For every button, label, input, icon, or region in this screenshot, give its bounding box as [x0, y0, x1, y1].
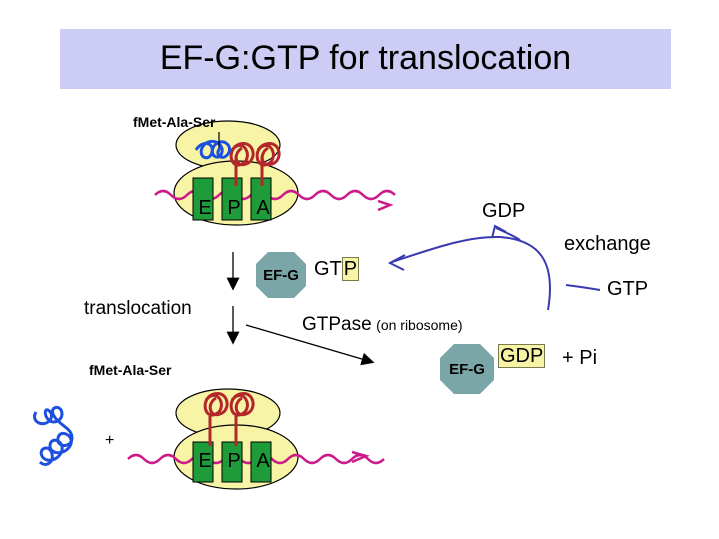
gdp-bound-text: GDP	[498, 344, 546, 368]
top-site-e-label: E	[198, 197, 212, 219]
exchange-label: exchange	[564, 233, 651, 255]
slide-title: EF-G:GTP for translocation	[159, 39, 572, 77]
title-band: EF-G:GTP for translocation	[60, 29, 671, 89]
ef-g-label-bottom: EF-G	[449, 360, 485, 378]
bottom-a-site	[250, 441, 272, 483]
gtpase-text: GTPase	[302, 314, 372, 335]
gdp-released-label: GDP	[482, 200, 526, 222]
top-ribosome	[154, 120, 396, 226]
gdp-release-arrow	[495, 227, 521, 241]
gtp-bound-text: GT	[314, 258, 342, 280]
bottom-mrna-arrowhead	[351, 450, 370, 464]
bottom-ribosome	[127, 388, 385, 490]
ef-g-label-top: EF-G	[263, 266, 299, 284]
gtpase-label: GTPase (on ribosome)	[302, 314, 463, 336]
ef-g-octagon-top	[256, 252, 306, 298]
top-mrna-arrowhead	[377, 199, 394, 212]
top-p-site	[221, 177, 243, 221]
translocation-label: translocation	[84, 298, 192, 319]
exchange-arrowhead	[387, 254, 406, 271]
top-trna-p	[229, 142, 255, 186]
top-peptide-chain	[194, 139, 231, 160]
released-peptide	[33, 406, 74, 466]
bottom-site-e-label: E	[198, 450, 212, 472]
bottom-trna-p	[229, 392, 255, 446]
top-trna-a	[255, 142, 281, 186]
gdp-release-arrowhead	[491, 224, 507, 239]
top-e-site	[192, 177, 214, 221]
plus-sign: +	[105, 432, 115, 449]
bottom-e-site	[192, 441, 214, 483]
top-peptide-label: fMet-Ala-Ser	[133, 114, 216, 130]
gtp-in-label: GTP	[607, 278, 649, 300]
gtp-in-arrow	[565, 284, 601, 291]
gdp-bound-label: GDP	[498, 344, 546, 368]
pi-label: + Pi	[562, 347, 598, 369]
bottom-site-p-label: P	[227, 450, 241, 472]
bottom-site-a-label: A	[256, 450, 270, 472]
gtp-bound-highlight: P	[341, 257, 360, 281]
on-ribosome-text: (on ribosome)	[376, 317, 463, 333]
bottom-peptide-label: fMet-Ala-Ser	[89, 362, 172, 378]
gtpase-arrow	[245, 324, 375, 366]
top-site-p-label: P	[227, 197, 241, 219]
ef-g-octagon-bottom	[440, 344, 494, 394]
exchange-cycle-arrow	[391, 235, 551, 311]
bottom-trna-e	[203, 392, 229, 446]
bottom-p-site	[221, 441, 243, 483]
top-site-a-label: A	[256, 197, 270, 219]
